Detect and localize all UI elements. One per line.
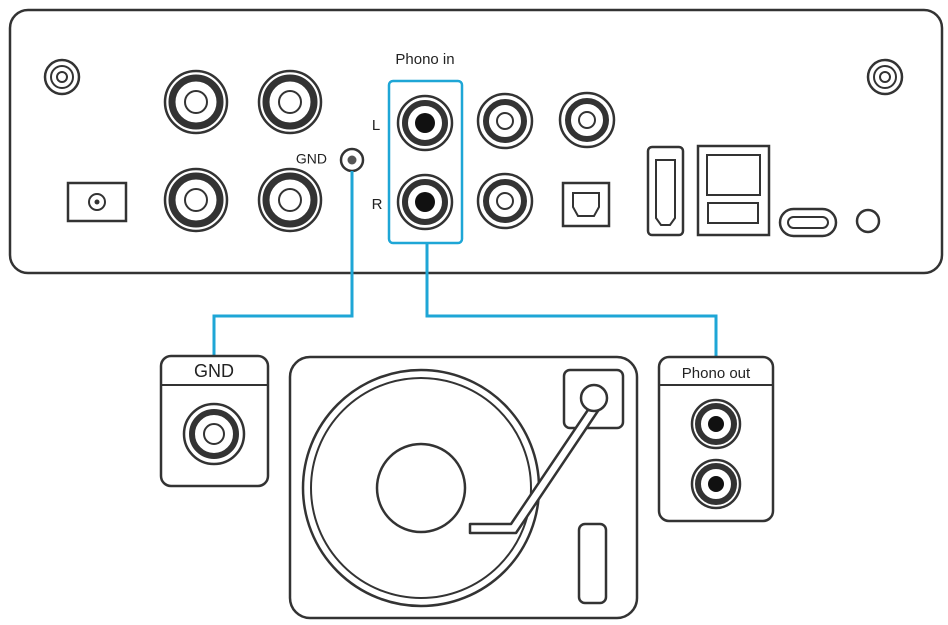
back-panel: GND Phono in L R [8, 8, 944, 275]
speaker-terminal-icon [165, 169, 227, 231]
speaker-terminal-icon [259, 169, 321, 231]
ethernet-port-icon [696, 144, 771, 237]
phono-out-right-jack-icon [690, 458, 742, 510]
rca-jack-icon [478, 174, 532, 228]
gnd-terminal-icon [182, 402, 246, 466]
phono-out-left-jack-icon [690, 398, 742, 450]
hdmi-port-icon [646, 145, 685, 237]
dc-power-jack-icon [66, 181, 128, 223]
turntable-gnd-label: GND [194, 361, 234, 381]
rca-jack-icon [478, 94, 532, 148]
screw-right-icon [866, 58, 904, 96]
record-label-icon [375, 442, 467, 534]
indicator-led-icon [855, 208, 881, 234]
pitch-slider-icon [577, 522, 608, 605]
turntable-icon [288, 355, 639, 620]
left-channel-label: L [372, 117, 380, 134]
screw-left-icon [43, 58, 81, 96]
gnd-terminal-icon [339, 147, 365, 173]
right-channel-label: R [372, 196, 383, 213]
usb-c-port-icon [778, 207, 838, 238]
speaker-terminal-icon [259, 71, 321, 133]
phono-cable [425, 243, 718, 356]
phono-out-box: Phono out [657, 355, 775, 523]
optical-port-icon [561, 181, 611, 228]
phono-in-label: Phono in [395, 51, 454, 68]
device-gnd-label: GND [296, 151, 327, 167]
speaker-terminal-icon [165, 71, 227, 133]
phono-out-label: Phono out [682, 365, 751, 382]
phono-in-left-jack-icon [398, 96, 452, 150]
ground-cable [212, 171, 354, 356]
phono-in-right-jack-icon [398, 175, 452, 229]
turntable-gnd-box: GND [159, 354, 270, 488]
rca-jack-icon [560, 93, 614, 147]
